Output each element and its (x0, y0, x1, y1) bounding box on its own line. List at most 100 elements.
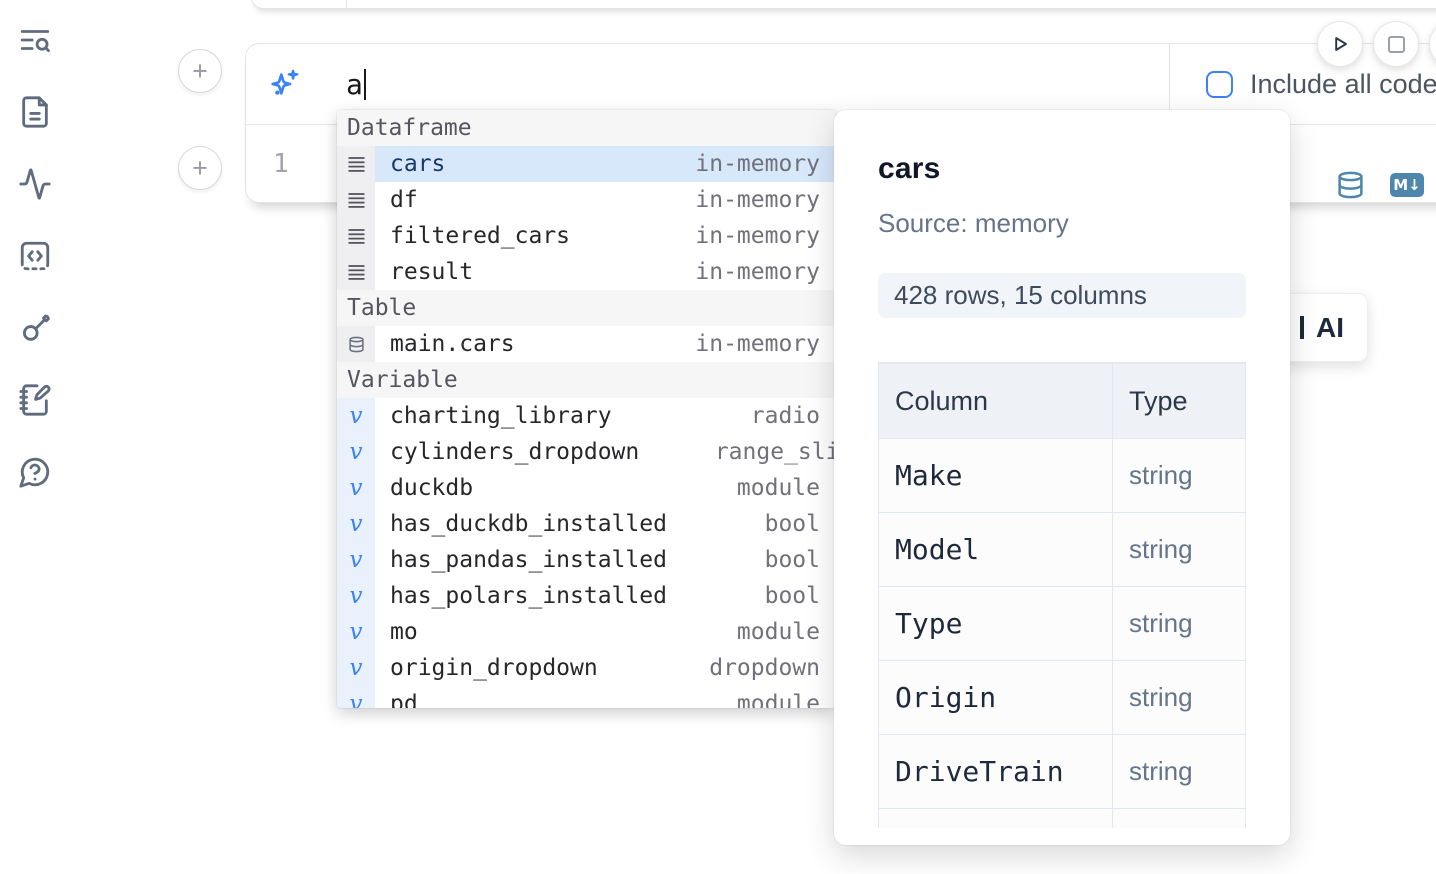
text-cursor (363, 68, 367, 100)
variable-icon: v (349, 474, 363, 501)
rows-icon (337, 146, 375, 182)
include-all-code-group: Include all code (1169, 44, 1436, 124)
autocomplete-item[interactable]: v mo module (337, 614, 835, 650)
autocomplete-item-label: charting_library (390, 403, 612, 429)
autocomplete-item-label: has_duckdb_installed (390, 511, 667, 537)
include-all-code-checkbox[interactable] (1206, 70, 1233, 98)
autocomplete-item-type: in-memory (695, 331, 820, 357)
variable-icon: v (349, 690, 363, 708)
key-icon[interactable] (17, 310, 53, 346)
database-icon (337, 326, 375, 362)
autocomplete-item-label: pd (390, 691, 418, 708)
rows-icon (337, 218, 375, 254)
autocomplete-item-label: cars (390, 151, 446, 177)
autocomplete-item-type: dropdown (709, 655, 820, 681)
add-cell-below-button[interactable]: + (178, 146, 222, 190)
preview-title: cars (878, 152, 941, 185)
variable-icon: v (337, 434, 375, 470)
schema-column-name: Type (878, 586, 1113, 661)
autocomplete-item-type: in-memory (695, 151, 820, 177)
autocomplete-item[interactable]: cars in-memory (337, 146, 835, 182)
markdown-icon[interactable]: M↓ (1390, 173, 1424, 197)
autocomplete-item-type: in-memory (695, 187, 820, 213)
schema-header-cell: Column (878, 363, 1113, 439)
autocomplete-item-type: range_slider (714, 439, 835, 465)
autocomplete-item-label: main.cars (390, 331, 515, 357)
variable-icon: v (337, 398, 375, 434)
variable-icon: v (349, 402, 363, 429)
variable-icon: v (337, 470, 375, 506)
autocomplete-item[interactable]: filtered_cars in-memory (337, 218, 835, 254)
variable-icon: v (349, 438, 363, 465)
datasource-icon[interactable] (1336, 169, 1365, 201)
variable-icon: v (337, 686, 375, 708)
autocomplete-item[interactable]: v has_polars_installed bool (337, 578, 835, 614)
file-icon[interactable] (17, 94, 53, 130)
schema-row-partial (878, 808, 1246, 828)
add-cell-above-button[interactable]: + (178, 49, 222, 93)
line-number: 1 (273, 148, 289, 179)
code-editor-row[interactable]: 1 (246, 125, 1436, 202)
dataframe-preview-popup: cars Source: memory 428 rows, 15 columns… (834, 110, 1290, 845)
autocomplete-item-label: mo (390, 619, 418, 645)
run-button[interactable] (1317, 21, 1363, 67)
schema-column-type: string (1112, 586, 1246, 661)
preview-source: Source: memory (878, 208, 1069, 238)
toc-search-icon[interactable] (17, 22, 53, 58)
help-icon[interactable] (17, 454, 53, 490)
autocomplete-item-type: bool (764, 583, 820, 609)
sparkles-icon (270, 68, 302, 100)
autocomplete-item-label: filtered_cars (390, 223, 571, 249)
schema-column-type: string (1112, 660, 1246, 735)
stop-button[interactable] (1373, 21, 1419, 67)
code-icon[interactable] (17, 238, 53, 274)
autocomplete-item-type: bool (764, 511, 820, 537)
schema-column-type: string (1112, 734, 1246, 809)
schema-column-name: Model (878, 512, 1113, 587)
autocomplete-item-type: in-memory (695, 259, 820, 285)
autocomplete-item[interactable]: main.cars in-memory (337, 326, 835, 362)
schema-column-name: DriveTrain (878, 734, 1113, 809)
activity-icon[interactable] (17, 166, 53, 202)
schema-column-name: Origin (878, 660, 1113, 735)
previous-cell-divider (346, 0, 347, 8)
rows-icon (337, 254, 375, 290)
variable-icon: v (337, 542, 375, 578)
include-all-code-label: Include all code (1250, 68, 1436, 99)
autocomplete-item-type: module (736, 619, 820, 645)
variable-icon: v (337, 650, 375, 686)
variable-icon: v (349, 618, 363, 645)
autocomplete-section-header: Table (337, 290, 835, 326)
autocomplete-item-label: has_polars_installed (390, 583, 667, 609)
schema-column-name: Make (878, 438, 1113, 513)
variable-icon: v (349, 654, 363, 681)
stop-icon (1387, 35, 1405, 53)
schema-column-type: string (1112, 512, 1246, 587)
ai-prompt-input[interactable]: a (246, 44, 1169, 124)
variable-icon: v (337, 578, 375, 614)
autocomplete-item-type: module (736, 475, 820, 501)
autocomplete-item-type: in-memory (695, 223, 820, 249)
play-icon (1335, 37, 1347, 51)
autocomplete-item[interactable]: v origin_dropdown dropdown (337, 650, 835, 686)
sidebar (17, 22, 53, 490)
autocomplete-item-label: origin_dropdown (390, 655, 598, 681)
variable-icon: v (349, 582, 363, 609)
scratchpad-icon[interactable] (17, 382, 53, 418)
autocomplete-section-header: Dataframe (337, 110, 835, 146)
